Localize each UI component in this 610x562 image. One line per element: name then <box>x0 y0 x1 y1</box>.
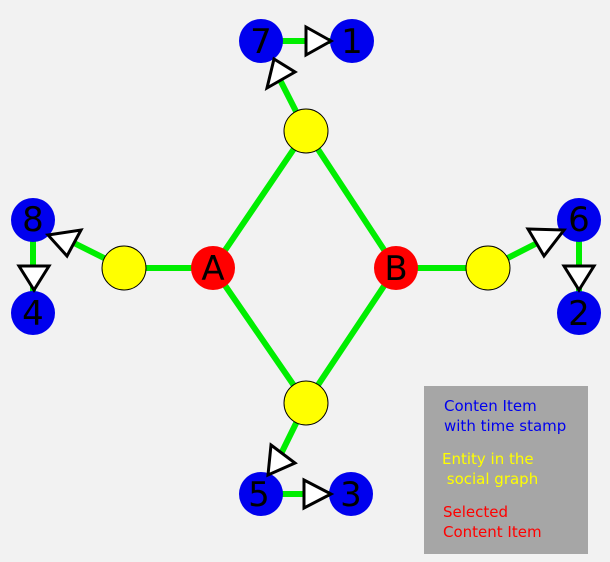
edge-b-bottom-entity <box>303 265 399 406</box>
entity-node-top <box>283 108 329 154</box>
node-label-8: 8 <box>22 200 44 240</box>
content-item-nodes <box>11 19 601 516</box>
content-node-7 <box>239 19 283 63</box>
content-node-6 <box>557 198 601 242</box>
node-label-2: 2 <box>568 294 590 334</box>
node-label-5: 5 <box>248 475 270 515</box>
legend-box <box>424 386 588 554</box>
edge-a-top-entity <box>210 128 309 271</box>
entity-node-right <box>465 245 511 291</box>
legend-content-item-line2: with time stamp <box>444 417 566 435</box>
node-label-3: 3 <box>340 475 362 515</box>
edge-b-top-entity <box>303 128 399 271</box>
arrow-7-to-1-icon <box>304 24 335 58</box>
entity-node-bottom <box>283 380 329 426</box>
content-node-2 <box>557 291 601 335</box>
arrow-up-to-7-icon <box>264 56 298 92</box>
node-label-6: 6 <box>568 200 590 240</box>
content-node-3 <box>329 472 373 516</box>
content-node-5 <box>239 472 283 516</box>
selected-node-a <box>191 246 235 290</box>
selected-node-b <box>374 246 418 290</box>
legend-entity-line1: Entity in the <box>442 450 534 468</box>
entity-nodes <box>101 108 511 426</box>
legend-selected-line2: Content Item <box>443 523 542 541</box>
legend-content-item-line1: Conten Item <box>444 397 537 415</box>
content-node-4 <box>11 291 55 335</box>
arrow-right-to-6-icon <box>525 227 567 259</box>
node-label-4: 4 <box>22 294 44 334</box>
edge-a-bottom-entity <box>210 265 309 406</box>
arrow-left-to-8-icon <box>45 228 84 259</box>
arrow-8-to-4-icon <box>16 264 52 293</box>
content-node-1 <box>330 19 374 63</box>
node-labels: A B 7 1 5 3 8 4 6 2 <box>22 22 590 515</box>
node-label-a: A <box>201 249 224 289</box>
node-label-1: 1 <box>341 22 363 62</box>
entity-node-left <box>101 245 147 291</box>
arrow-6-to-2-icon <box>561 264 597 293</box>
legend-selected-line1: Selected <box>443 503 508 521</box>
content-node-8 <box>11 198 55 242</box>
node-label-7: 7 <box>250 22 272 62</box>
arrow-5-to-3-icon <box>302 477 335 511</box>
node-label-b: B <box>384 249 407 289</box>
legend: Conten Item with time stamp Entity in th… <box>424 386 588 554</box>
direction-arrows <box>16 24 597 511</box>
legend-entity-line2: social graph <box>442 470 538 488</box>
arrow-down-to-5-icon <box>266 442 298 478</box>
